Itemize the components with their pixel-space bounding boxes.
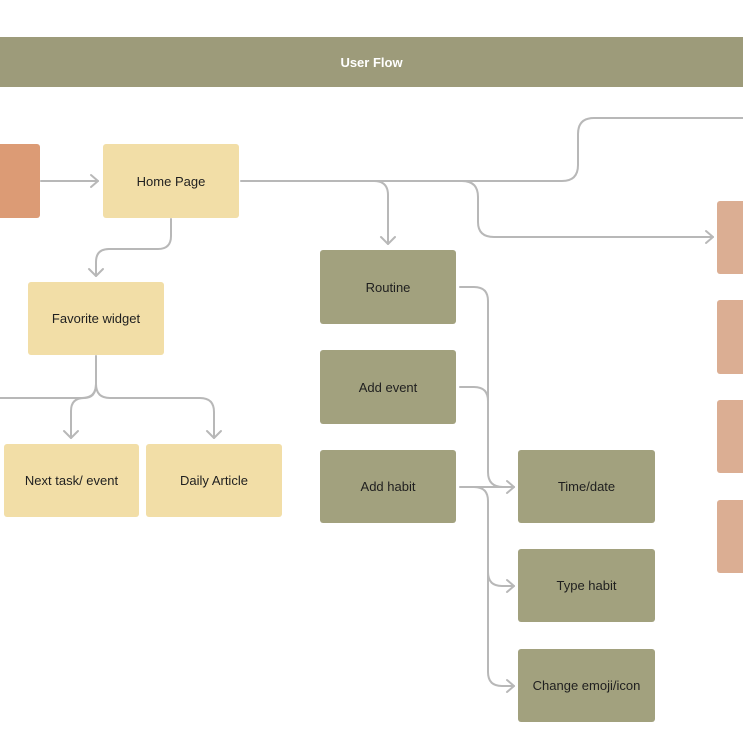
node-label: Change emoji/icon (532, 678, 641, 693)
node-home-page[interactable]: Home Page (103, 144, 239, 218)
node-routine[interactable]: Routine (320, 250, 456, 324)
header-banner: User Flow (0, 37, 743, 87)
node-label: Routine (365, 279, 411, 295)
node-right-2[interactable] (717, 300, 743, 374)
arrowhead (206, 430, 222, 439)
connector-home-favorite (95, 218, 172, 277)
node-next-task-event[interactable]: Next task/ event (4, 444, 139, 517)
start-node[interactable] (0, 144, 40, 218)
node-change-emoji-icon[interactable]: Change emoji/icon (518, 649, 655, 722)
arrowhead (63, 430, 79, 439)
arrowhead (88, 268, 104, 277)
node-label: Daily Article (180, 473, 248, 488)
connector-addevent-timedate (459, 386, 489, 402)
node-favorite-widget[interactable]: Favorite widget (28, 282, 164, 355)
connector-favorite-trunk (0, 355, 97, 399)
node-label: Add event (358, 379, 418, 395)
node-label: Favorite widget (51, 311, 141, 326)
node-label: Type habit (556, 578, 617, 593)
connector-home-right-node (461, 180, 714, 238)
arrowhead (705, 230, 714, 244)
arrowhead (90, 174, 99, 188)
node-type-habit[interactable]: Type habit (518, 549, 655, 622)
connector-home-routine (373, 180, 389, 245)
node-label: Home Page (136, 173, 206, 189)
node-time-date[interactable]: Time/date (518, 450, 655, 523)
node-add-habit[interactable]: Add habit (320, 450, 456, 523)
node-right-3[interactable] (717, 400, 743, 473)
node-right-4[interactable] (717, 500, 743, 573)
node-daily-article[interactable]: Daily Article (146, 444, 282, 517)
connector-favorite-next-task (70, 383, 97, 439)
connector-addhabit-emoji (487, 571, 515, 687)
arrowhead (506, 579, 515, 593)
arrowhead (380, 236, 396, 245)
arrowhead (506, 679, 515, 693)
connector-home-top-right (240, 117, 743, 182)
connector-addhabit-typehabit (473, 486, 515, 587)
arrowhead (506, 480, 515, 494)
node-label: Add habit (360, 479, 416, 494)
page-title: User Flow (340, 54, 403, 70)
node-right-1[interactable] (717, 201, 743, 274)
connector-favorite-daily-article (95, 383, 215, 439)
node-label: Next task/ event (24, 473, 119, 488)
node-add-event[interactable]: Add event (320, 350, 456, 424)
node-label: Time/date (557, 479, 616, 494)
